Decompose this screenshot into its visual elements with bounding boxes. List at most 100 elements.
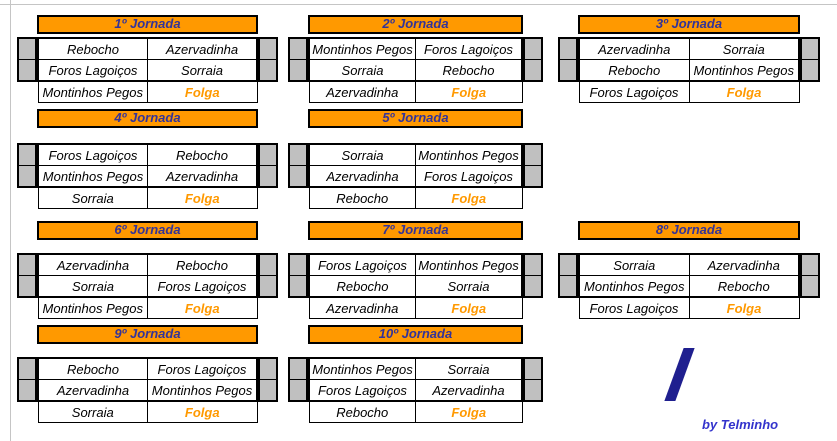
team-cell[interactable]: Azervadinha	[308, 80, 416, 103]
team-cell[interactable]: Sorraia	[37, 186, 148, 209]
team-cell[interactable]: Montinhos Pegos	[415, 253, 523, 276]
gray-cell[interactable]	[260, 145, 276, 166]
gray-cell[interactable]	[19, 359, 35, 380]
gray-cell[interactable]	[525, 166, 541, 187]
team-cell[interactable]: Montinhos Pegos	[37, 296, 148, 319]
team-cell[interactable]: Sorraia	[415, 357, 523, 380]
team-cell[interactable]: Azervadinha	[578, 37, 690, 60]
gray-cell[interactable]	[525, 380, 541, 401]
team-cell[interactable]: Montinhos Pegos	[578, 275, 690, 298]
team-cell[interactable]: Sorraia	[147, 59, 258, 82]
jornada-header-cell[interactable]: 8º Jornada	[578, 221, 800, 240]
gray-cell[interactable]	[802, 39, 818, 60]
gray-cell[interactable]	[260, 255, 276, 276]
gray-cell[interactable]	[290, 60, 306, 81]
jornada-header-cell[interactable]: 1º Jornada	[37, 15, 258, 34]
team-cell[interactable]: Montinhos Pegos	[37, 165, 148, 188]
jornada-header-cell[interactable]: 3º Jornada	[578, 15, 800, 34]
gray-cell[interactable]	[290, 380, 306, 401]
team-cell[interactable]: Montinhos Pegos	[147, 379, 258, 402]
team-cell[interactable]: Azervadinha	[308, 165, 416, 188]
gray-cell[interactable]	[19, 39, 35, 60]
team-cell[interactable]: Azervadinha	[308, 296, 416, 319]
folga-cell[interactable]: Folga	[147, 186, 258, 209]
team-cell[interactable]: Foros Lagoiços	[578, 80, 690, 103]
team-cell[interactable]: Montinhos Pegos	[415, 143, 523, 166]
team-cell[interactable]: Rebocho	[415, 59, 523, 82]
gray-cell[interactable]	[19, 380, 35, 401]
gray-cell[interactable]	[290, 39, 306, 60]
folga-cell[interactable]: Folga	[415, 296, 523, 319]
folga-cell[interactable]: Folga	[147, 296, 258, 319]
team-cell[interactable]: Montinhos Pegos	[37, 80, 148, 103]
team-cell[interactable]: Rebocho	[308, 186, 416, 209]
team-cell[interactable]: Sorraia	[308, 59, 416, 82]
jornada-header-cell[interactable]: 9º Jornada	[37, 325, 258, 344]
team-cell[interactable]: Foros Lagoiços	[308, 379, 416, 402]
team-cell[interactable]: Azervadinha	[37, 253, 148, 276]
jornada-header-cell[interactable]: 5º Jornada	[308, 109, 523, 128]
team-cell[interactable]: Rebocho	[308, 275, 416, 298]
gray-cell[interactable]	[802, 276, 818, 297]
gray-cell[interactable]	[19, 60, 35, 81]
team-cell[interactable]: Rebocho	[147, 143, 258, 166]
folga-cell[interactable]: Folga	[688, 296, 800, 319]
team-cell[interactable]: Foros Lagoiços	[415, 165, 523, 188]
team-cell[interactable]: Sorraia	[308, 143, 416, 166]
gray-cell[interactable]	[260, 60, 276, 81]
team-cell[interactable]: Sorraia	[578, 253, 690, 276]
gray-cell[interactable]	[260, 166, 276, 187]
gray-cell[interactable]	[525, 145, 541, 166]
team-cell[interactable]: Rebocho	[37, 37, 148, 60]
folga-cell[interactable]: Folga	[147, 80, 258, 103]
team-cell[interactable]: Sorraia	[37, 275, 148, 298]
gray-cell[interactable]	[19, 276, 35, 297]
gray-cell[interactable]	[290, 166, 306, 187]
team-cell[interactable]: Azervadinha	[37, 379, 148, 402]
team-cell[interactable]: Foros Lagoiços	[147, 357, 258, 380]
folga-cell[interactable]: Folga	[415, 80, 523, 103]
team-cell[interactable]: Foros Lagoiços	[37, 143, 148, 166]
gray-cell[interactable]	[802, 60, 818, 81]
team-cell[interactable]: Foros Lagoiços	[37, 59, 148, 82]
team-cell[interactable]: Foros Lagoiços	[578, 296, 690, 319]
folga-cell[interactable]: Folga	[415, 400, 523, 423]
gray-cell[interactable]	[290, 276, 306, 297]
team-cell[interactable]: Foros Lagoiços	[147, 275, 258, 298]
gray-cell[interactable]	[560, 39, 576, 60]
team-cell[interactable]: Azervadinha	[147, 37, 258, 60]
team-cell[interactable]: Azervadinha	[415, 379, 523, 402]
team-cell[interactable]: Foros Lagoiços	[308, 253, 416, 276]
gray-cell[interactable]	[525, 359, 541, 380]
folga-cell[interactable]: Folga	[688, 80, 800, 103]
jornada-header-cell[interactable]: 4º Jornada	[37, 109, 258, 128]
gray-cell[interactable]	[260, 359, 276, 380]
team-cell[interactable]: Sorraia	[688, 37, 800, 60]
gray-cell[interactable]	[525, 255, 541, 276]
team-cell[interactable]: Rebocho	[37, 357, 148, 380]
gray-cell[interactable]	[525, 276, 541, 297]
team-cell[interactable]: Montinhos Pegos	[308, 37, 416, 60]
jornada-header-cell[interactable]: 7º Jornada	[308, 221, 523, 240]
team-cell[interactable]: Sorraia	[37, 400, 148, 423]
team-cell[interactable]: Rebocho	[578, 59, 690, 82]
team-cell[interactable]: Foros Lagoiços	[415, 37, 523, 60]
team-cell[interactable]: Sorraia	[415, 275, 523, 298]
jornada-header-cell[interactable]: 2º Jornada	[308, 15, 523, 34]
gray-cell[interactable]	[19, 166, 35, 187]
gray-cell[interactable]	[525, 60, 541, 81]
gray-cell[interactable]	[560, 255, 576, 276]
team-cell[interactable]: Rebocho	[147, 253, 258, 276]
team-cell[interactable]: Montinhos Pegos	[308, 357, 416, 380]
folga-cell[interactable]: Folga	[147, 400, 258, 423]
gray-cell[interactable]	[290, 359, 306, 380]
jornada-header-cell[interactable]: 10º Jornada	[308, 325, 523, 344]
gray-cell[interactable]	[560, 276, 576, 297]
gray-cell[interactable]	[802, 255, 818, 276]
gray-cell[interactable]	[560, 60, 576, 81]
team-cell[interactable]: Montinhos Pegos	[688, 59, 800, 82]
gray-cell[interactable]	[19, 145, 35, 166]
folga-cell[interactable]: Folga	[415, 186, 523, 209]
gray-cell[interactable]	[260, 276, 276, 297]
team-cell[interactable]: Azervadinha	[147, 165, 258, 188]
